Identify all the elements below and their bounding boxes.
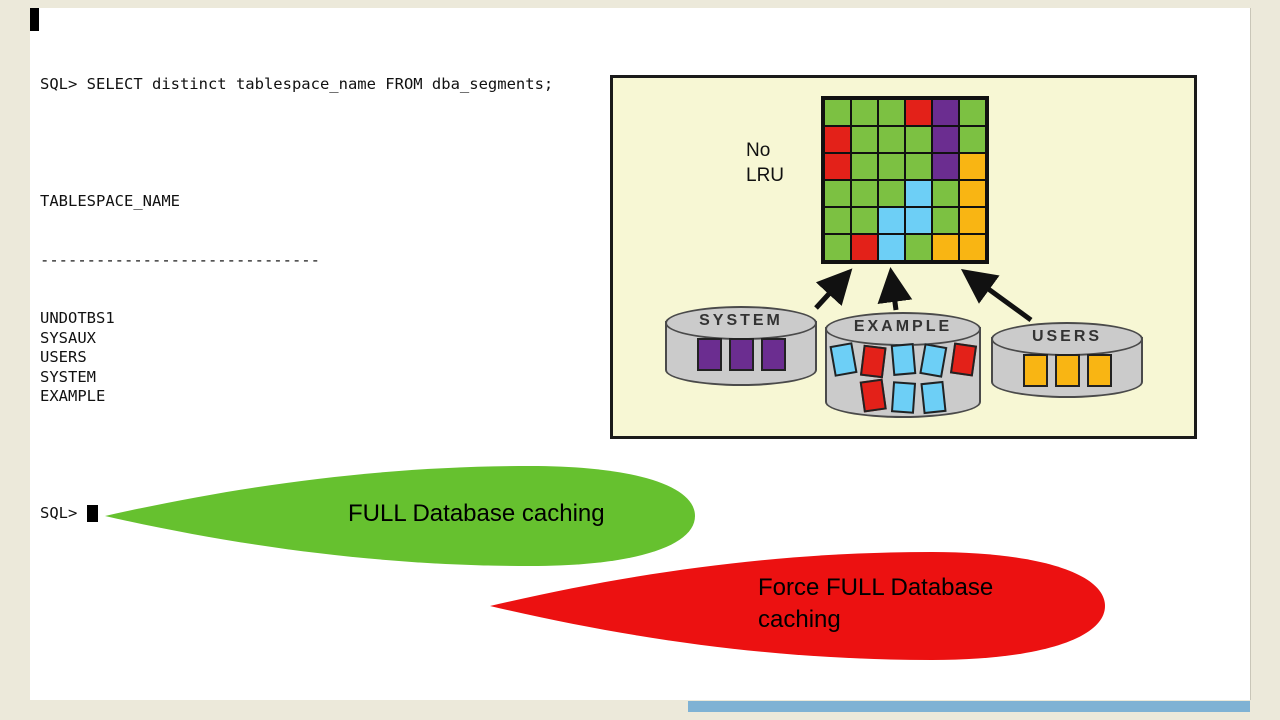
system-datafile-cylinder: SYSTEM <box>665 306 817 386</box>
terminal-row: SYSAUX <box>40 328 96 347</box>
cylinder-blocks <box>671 338 811 371</box>
datafile-block-r <box>859 378 887 413</box>
datafile-block-p <box>728 338 754 371</box>
no-lru-line2: LRU <box>746 165 785 186</box>
cache-block-r <box>825 154 850 179</box>
terminal-row: UNDOTBS1 <box>40 309 115 327</box>
cache-block-g <box>879 127 904 152</box>
cylinder-label-system: SYSTEM <box>699 312 783 329</box>
cache-block-y <box>960 154 985 179</box>
cache-block-g <box>906 127 931 152</box>
datafile-block-y <box>1086 354 1112 387</box>
content-area: SQL> SELECT distinct tablespace_name FRO… <box>30 8 1251 700</box>
datafile-block-c <box>918 343 947 378</box>
cache-block-g <box>852 208 877 233</box>
buffer-cache-grid <box>821 96 989 264</box>
example-datafile-cylinder: EXAMPLE <box>825 312 981 418</box>
cache-block-g <box>960 100 985 125</box>
cache-block-c <box>879 208 904 233</box>
cache-block-r <box>825 127 850 152</box>
left-accent-bar <box>30 8 39 31</box>
cache-block-g <box>879 154 904 179</box>
datafile-arrows <box>814 267 1033 323</box>
column-header: TABLESPACE_NAME <box>40 192 180 210</box>
terminal-cursor <box>87 505 99 522</box>
terminal-row: EXAMPLE <box>40 387 106 405</box>
cache-block-y <box>933 235 958 260</box>
datafile-block-p <box>760 338 786 371</box>
datafile-block-y <box>1022 354 1048 387</box>
datafile-block-c <box>828 342 858 377</box>
arrow-users-to-cache <box>960 269 1033 323</box>
datafile-block-c <box>919 380 947 415</box>
terminal-row: SYSTEM <box>40 367 96 386</box>
full-db-caching-callout <box>105 466 695 566</box>
cache-block-g <box>933 208 958 233</box>
datafile-block-c <box>890 343 916 376</box>
green-teardrop-shape <box>105 466 695 566</box>
blank-line <box>40 134 553 154</box>
sql-query-line: SQL> SELECT distinct tablespace_name FRO… <box>40 75 554 93</box>
terminal-row: USERS <box>40 348 87 366</box>
cylinder-label-example: EXAMPLE <box>853 318 953 335</box>
cache-block-r <box>852 235 877 260</box>
prompt-line[interactable]: SQL> <box>40 504 553 524</box>
full-db-caching-label: FULL Database caching <box>348 500 605 527</box>
cylinder-blocks <box>828 342 977 415</box>
cache-block-g <box>879 181 904 206</box>
sql-prompt: SQL> <box>40 504 78 522</box>
cache-block-r <box>906 100 931 125</box>
cylinder-label-users: USERS <box>1031 328 1103 345</box>
cache-block-g <box>852 181 877 206</box>
cache-block-g <box>960 127 985 152</box>
cache-block-y <box>960 208 985 233</box>
cache-block-p <box>933 127 958 152</box>
users-datafile-cylinder: USERS <box>991 322 1143 398</box>
force-label-line1: Force FULL Database <box>758 574 994 601</box>
cache-block-g <box>852 154 877 179</box>
cache-block-p <box>933 154 958 179</box>
cache-block-g <box>825 181 850 206</box>
cache-block-g <box>852 127 877 152</box>
sql-terminal: SQL> SELECT distinct tablespace_name FRO… <box>40 36 553 563</box>
cache-block-g <box>906 235 931 260</box>
bottom-progress-bar <box>688 701 1250 712</box>
cylinder-blocks <box>997 354 1137 387</box>
red-teardrop-shape <box>490 552 1105 660</box>
cache-block-c <box>906 181 931 206</box>
datafile-block-p <box>696 338 722 371</box>
datafile-block-y <box>1054 354 1080 387</box>
separator-line: ------------------------------ <box>40 250 320 269</box>
cache-block-c <box>879 235 904 260</box>
cache-block-p <box>933 100 958 125</box>
no-lru-label: No LRU <box>746 138 784 188</box>
cache-block-c <box>906 208 931 233</box>
buffer-cache-diagram: No LRU SYSTEM <box>610 75 1197 439</box>
cylinder-top <box>665 306 817 340</box>
cache-block-g <box>825 100 850 125</box>
datafile-block-r <box>949 342 977 377</box>
cache-block-g <box>825 208 850 233</box>
cache-block-g <box>825 235 850 260</box>
force-full-db-caching-label: Force FULL Database caching <box>758 572 993 636</box>
cache-block-y <box>960 235 985 260</box>
datafile-block-r <box>859 344 887 379</box>
datafile-block-c <box>890 381 916 414</box>
cache-block-g <box>906 154 931 179</box>
arrow-system-to-cache <box>814 268 853 310</box>
cache-block-g <box>933 181 958 206</box>
cache-block-y <box>960 181 985 206</box>
force-full-db-caching-callout <box>490 552 1105 660</box>
force-label-line2: caching <box>758 606 841 633</box>
cache-block-g <box>852 100 877 125</box>
arrow-example-to-cache <box>877 267 913 311</box>
no-lru-line1: No <box>746 140 771 161</box>
cache-block-g <box>879 100 904 125</box>
blank-line <box>40 446 553 466</box>
